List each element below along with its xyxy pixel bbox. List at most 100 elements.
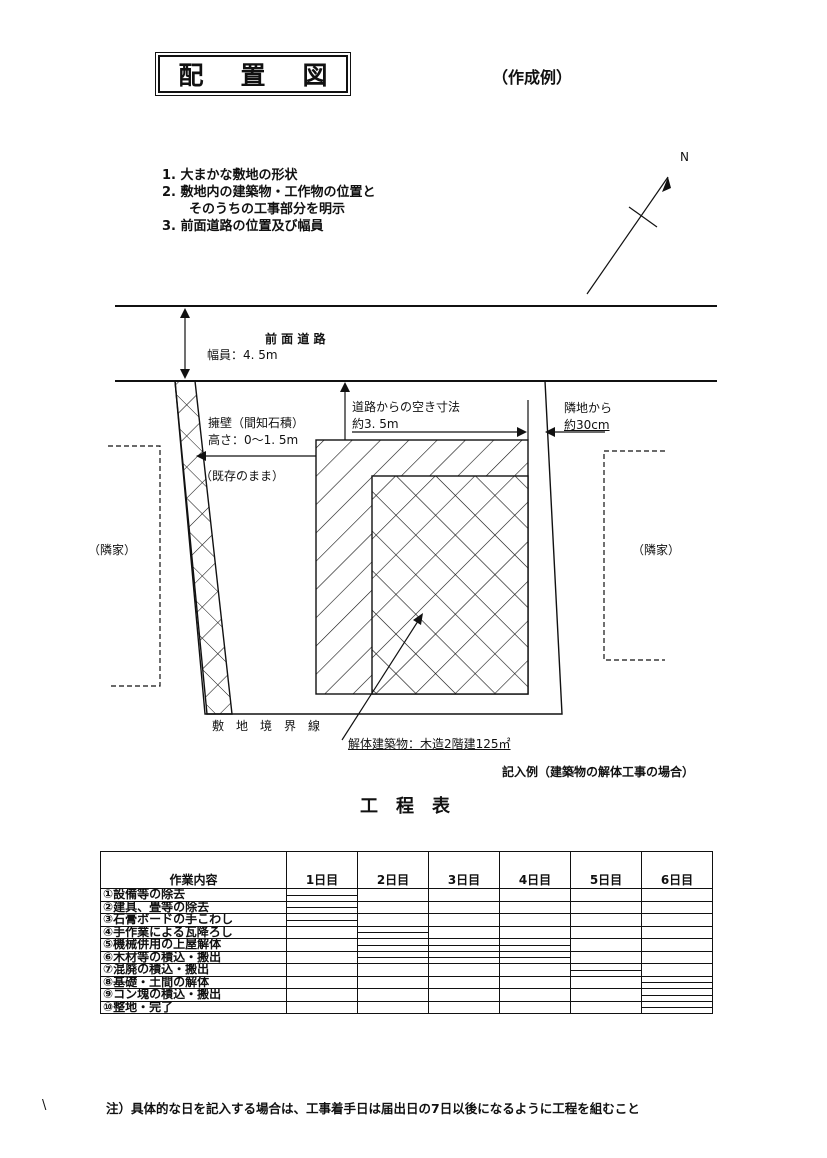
header-day: 1日目 (286, 851, 358, 889)
title-char-3: 図 (302, 61, 328, 90)
day-cell (641, 913, 713, 927)
day-cell (641, 900, 713, 914)
day-cell (428, 900, 500, 914)
table-row: ③石膏ボードの手こわし (100, 913, 713, 927)
day-cell (428, 975, 500, 989)
neighbor-left-label: （隣家） (88, 543, 137, 557)
table-row: ④手作業による瓦降ろし (100, 925, 713, 939)
road-name: 前 面 道 路 (265, 332, 326, 346)
table-row: ⑥木材等の積込・搬出 (100, 950, 713, 964)
table-row: ①設備等の除去 (100, 888, 713, 902)
boundary-label: 敷 地 境 界 線 (212, 719, 321, 733)
day-cell (570, 950, 642, 964)
task-label: ①設備等の除去 (100, 888, 287, 902)
day-cell (499, 913, 571, 927)
site-boundary (174, 380, 563, 715)
task-label: ⑥木材等の積込・搬出 (100, 950, 287, 964)
note-item: そのうちの工事部分を明示 (176, 202, 346, 217)
day-cell (499, 975, 571, 989)
wall-arrow-icon (196, 451, 316, 461)
day-cell (428, 913, 500, 927)
title-char-2: 置 (240, 61, 266, 90)
schedule-bar (358, 932, 428, 934)
demolition-building (371, 475, 529, 695)
day-cell (428, 1000, 500, 1014)
day-cell (357, 925, 429, 939)
day-cell (641, 975, 713, 989)
day-cell (570, 900, 642, 914)
schedule-bar (500, 957, 570, 959)
table-row: ⑧基礎・土間の解体 (100, 975, 713, 989)
day-cell (428, 938, 500, 952)
title-char-1: 配 (178, 61, 204, 90)
note-item: 3. 前面道路の位置及び幅員 (162, 219, 324, 234)
task-label: ⑩整地・完了 (100, 1000, 287, 1014)
schedule-header-row: 作業内容 1日目 2日目 3日目 4日目 5日目 6日目 (100, 851, 713, 889)
schedule-bar (642, 1007, 712, 1009)
subtitle: （作成例） (492, 68, 573, 87)
day-cell (499, 925, 571, 939)
schedule-title: 工 程 表 (360, 796, 450, 817)
day-cell (570, 963, 642, 977)
schedule-bar (642, 994, 712, 996)
day-cell (641, 963, 713, 977)
footer-note: 注）具体的な日を記入する場合は、工事着手日は届出日の7日以後になるように工程を組… (106, 1101, 640, 1116)
task-label: ⑦混廃の積込・搬出 (100, 963, 287, 977)
day-cell (286, 988, 358, 1002)
header-day: 2日目 (357, 851, 429, 889)
day-cell (428, 925, 500, 939)
header-day: 4日目 (499, 851, 571, 889)
schedule-bar (287, 894, 357, 896)
day-cell (286, 950, 358, 964)
day-cell (641, 938, 713, 952)
wall-label-height: 高さ：0～1. 5m (208, 433, 299, 447)
table-row: ②建具、畳等の除去 (100, 900, 713, 914)
table-row: ⑨コン塊の積込・搬出 (100, 988, 713, 1002)
neighbor-gap-label: 隣地から (564, 401, 613, 415)
north-arrow-icon (586, 176, 671, 295)
note-item: 1. 大まかな敷地の形状 (162, 168, 298, 183)
task-label: ③石膏ボードの手こわし (100, 913, 287, 927)
day-cell (499, 888, 571, 902)
day-cell (499, 1000, 571, 1014)
day-cell (570, 988, 642, 1002)
header-day: 5日目 (570, 851, 642, 889)
task-label: ②建具、畳等の除去 (100, 900, 287, 914)
day-cell (499, 900, 571, 914)
schedule-bar (358, 944, 428, 946)
day-cell (286, 975, 358, 989)
neighbor-right-label: （隣家） (632, 543, 681, 557)
schedule-bar (500, 944, 570, 946)
day-cell (570, 975, 642, 989)
task-label: ⑧基礎・土間の解体 (100, 975, 287, 989)
day-cell (428, 950, 500, 964)
notes-list: 1. 大まかな敷地の形状 2. 敷地内の建築物・工作物の位置と そのうちの工事部… (162, 167, 376, 235)
schedule-bar (429, 944, 499, 946)
road-width-label: 幅員：4. 5m (207, 348, 278, 362)
day-cell (641, 925, 713, 939)
schedule-bar (429, 957, 499, 959)
bullet-mark: \ (42, 1098, 47, 1113)
header-day: 3日目 (428, 851, 500, 889)
setback-label: 道路からの空き寸法 (352, 400, 461, 414)
day-cell (357, 1000, 429, 1014)
task-label: ⑤機械併用の上屋解体 (100, 938, 287, 952)
day-cell (357, 900, 429, 914)
day-cell (499, 963, 571, 977)
neighbor-house-left (108, 445, 161, 687)
day-cell (286, 900, 358, 914)
setback-value: 約3. 5m (352, 417, 399, 431)
table-row: ⑦混廃の積込・搬出 (100, 963, 713, 977)
day-cell (286, 925, 358, 939)
task-label: ④手作業による瓦降ろし (100, 925, 287, 939)
road-width-arrow-icon (180, 308, 190, 379)
day-cell (357, 913, 429, 927)
table-row: ⑤機械併用の上屋解体 (100, 938, 713, 952)
schedule-bar (287, 907, 357, 909)
day-cell (286, 913, 358, 927)
header-task: 作業内容 (100, 851, 287, 889)
retaining-wall (174, 380, 233, 715)
day-cell (286, 938, 358, 952)
schedule-bar (571, 969, 641, 971)
